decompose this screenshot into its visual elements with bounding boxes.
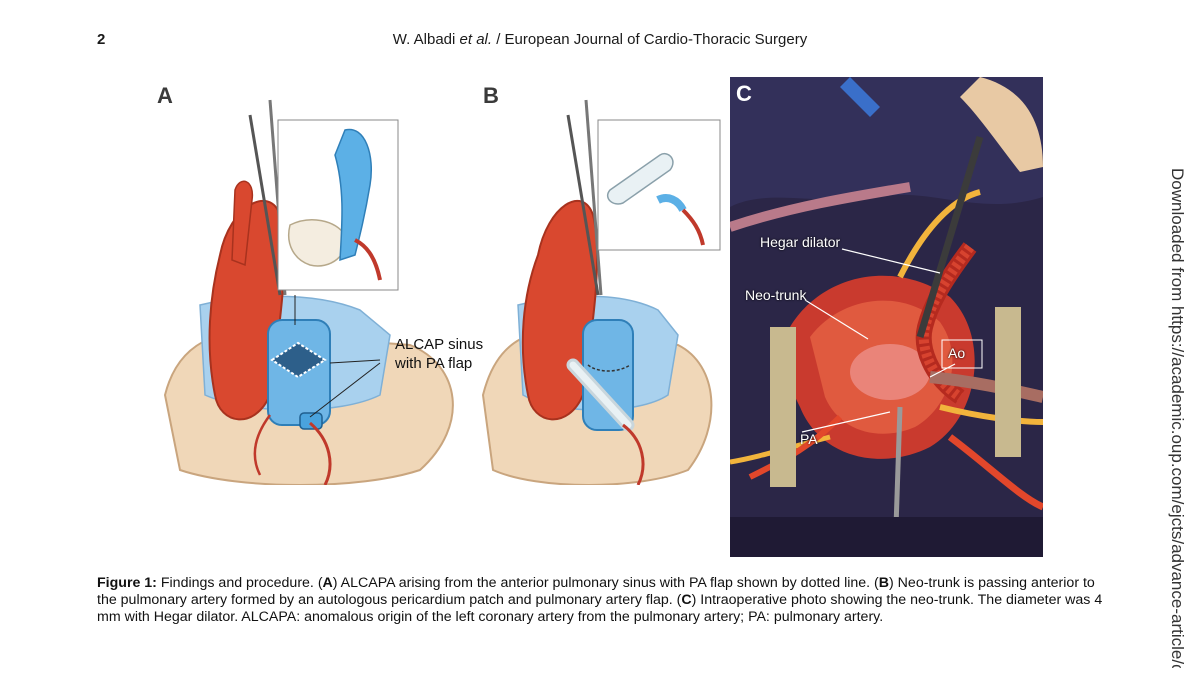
label-neo-trunk: Neo-trunk	[745, 287, 807, 303]
caption-ref-c: C	[681, 592, 692, 608]
caption-segment-2: ) ALCAPA arising from the anterior pulmo…	[332, 575, 879, 591]
label-ao: Ao	[948, 345, 966, 361]
panel-a-illustration	[163, 99, 454, 485]
caption-segment-4: ) Intraoperative photo showing the neo-t…	[97, 592, 1103, 625]
caption-label: Figure 1:	[97, 575, 157, 591]
label-hegar-dilator: Hegar dilator	[760, 234, 841, 250]
figure-panel-c-photo: C Hegar dilator Neo-trunk Ao PA	[730, 77, 1043, 557]
panel-c-photo-illustration	[730, 77, 1043, 557]
callout-line-2: with PA flap	[395, 355, 473, 372]
callout-line-1: ALCAP sinus	[395, 336, 484, 353]
running-head-journal: / European Journal of Cardio-Thoracic Su…	[492, 31, 808, 48]
label-pa: PA	[800, 431, 818, 447]
caption-segment-1: Findings and procedure. (	[156, 575, 323, 591]
running-head-authors: W. Albadi	[392, 31, 456, 48]
figure-panel-b: B	[478, 83, 728, 485]
panel-letter-b: B	[483, 83, 499, 108]
download-watermark: Downloaded from https://academic.oup.com…	[1168, 168, 1187, 668]
caption-segment-3: ) Neo-trunk is passing anterior to the p…	[97, 575, 1095, 608]
figure-panel-a: A ALCAP sinus with PA flap	[157, 83, 483, 485]
caption-ref-a: A	[322, 575, 333, 591]
panel-b-illustration	[481, 99, 721, 485]
figure-caption: Figure 1: Findings and procedure. (A) AL…	[97, 575, 1107, 626]
panel-letter-a: A	[157, 83, 173, 108]
callout-alcap-sinus: ALCAP sinus with PA flap	[395, 335, 515, 373]
panel-letter-c: C	[736, 81, 752, 106]
running-head-et-al: et al.	[459, 31, 493, 48]
running-head: W. Albadi et al. / European Journal of C…	[0, 31, 1200, 48]
page-number: 2	[97, 31, 106, 48]
caption-ref-b: B	[878, 575, 890, 591]
